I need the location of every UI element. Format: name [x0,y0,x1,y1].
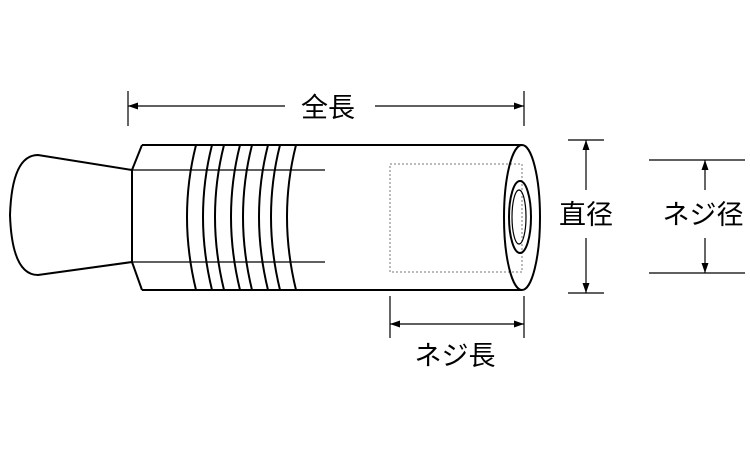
end-face [503,144,541,291]
overall-length-label: 全長 [301,93,355,124]
cone-plug [8,153,133,277]
internal-thread-hidden [389,163,523,273]
thread-diameter-label: ネジ径 [663,200,744,231]
outer-diameter-dimension [568,139,604,294]
thread-length-label: ネジ長 [415,341,496,372]
anchor-sleeve [131,144,522,291]
serration-rings [186,144,297,291]
thread-diameter-dimension [649,159,745,274]
outer-diameter-label: 直径 [559,200,613,231]
overall-length-dimension [127,91,525,126]
thread-length-dimension [389,296,525,338]
